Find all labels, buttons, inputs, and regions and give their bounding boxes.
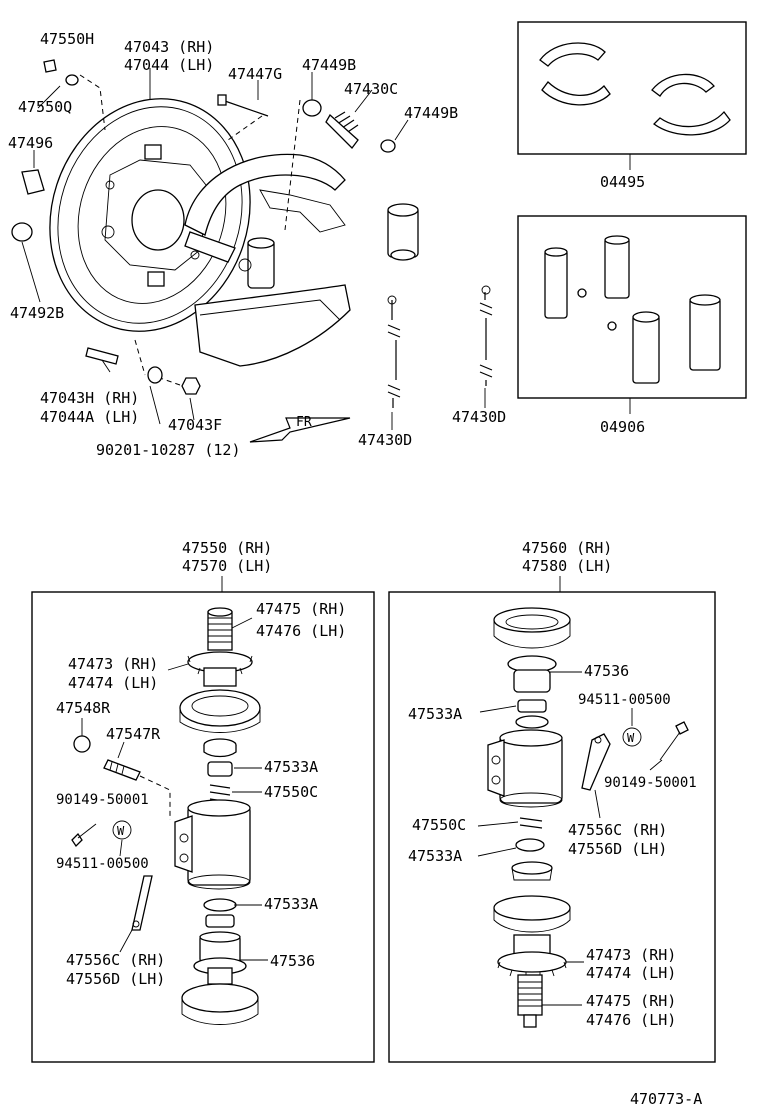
right-assembly-rh: 47560 (RH) [522, 539, 612, 557]
left-assembly-parts: W [71, 607, 261, 1025]
R-label-47476: 47476 (LH) [586, 1011, 676, 1029]
L-label-47556D: 47556D (LH) [66, 970, 165, 988]
L-label-47474: 47474 (LH) [68, 674, 158, 692]
box-04906 [517, 215, 747, 414]
right-w-circle-mark: W [627, 731, 635, 745]
R-label-47533A-b: 47533A [408, 847, 462, 865]
top-left-leader-lines [21, 68, 486, 430]
L-label-47473: 47473 (RH) [68, 655, 158, 673]
L-label-47533A-a: 47533A [264, 758, 318, 776]
L-label-47547R: 47547R [106, 725, 161, 743]
R-label-94511: 94511-00500 [578, 692, 671, 708]
label-fr: FR [296, 415, 312, 430]
left-assembly-box [31, 591, 375, 1063]
L-label-47548R: 47548R [56, 699, 111, 717]
left-assembly-lh: 47570 (LH) [182, 557, 272, 575]
R-label-90149: 90149-50001 [604, 775, 697, 791]
label-04906: 04906 [600, 418, 645, 436]
right-assembly-lh: 47580 (LH) [522, 557, 612, 575]
L-label-47533A-b: 47533A [264, 895, 318, 913]
diagram-reference-id: 470773-A [630, 1090, 702, 1108]
L-label-94511: 94511-00500 [56, 856, 149, 872]
R-label-47533A-a: 47533A [408, 705, 462, 723]
right-assembly-box [388, 591, 716, 1063]
R-label-47556C: 47556C (RH) [568, 821, 667, 839]
L-label-47475: 47475 (RH) [256, 600, 346, 618]
label-47043H: 47043H (RH) [40, 389, 139, 407]
label-90201: 90201-10287 (12) [96, 441, 241, 459]
L-label-47476: 47476 (LH) [256, 622, 346, 640]
label-47449B-b: 47449B [404, 104, 458, 122]
R-label-47475: 47475 (RH) [586, 992, 676, 1010]
right-assembly-parts: W [487, 607, 689, 1028]
left-assembly-leaders [81, 617, 268, 961]
R-label-47556D: 47556D (LH) [568, 840, 667, 858]
box-04495 [517, 21, 747, 170]
R-label-47536: 47536 [584, 662, 629, 680]
label-47044: 47044 (LH) [124, 56, 214, 74]
label-47043F: 47043F [168, 416, 222, 434]
L-label-47556C: 47556C (RH) [66, 951, 165, 969]
label-47430D-a: 47430D [358, 431, 412, 449]
label-47430D-b: 47430D [452, 408, 506, 426]
label-47043: 47043 (RH) [124, 38, 214, 56]
R-label-47473: 47473 (RH) [586, 946, 676, 964]
label-04495: 04495 [600, 173, 645, 191]
R-label-47550C: 47550C [412, 816, 466, 834]
L-label-47550C: 47550C [264, 783, 318, 801]
label-47550Q: 47550Q [18, 98, 72, 116]
L-label-47536: 47536 [270, 952, 315, 970]
label-47044A: 47044A (LH) [40, 408, 139, 426]
left-w-circle-mark: W [117, 824, 125, 838]
label-47449B-a: 47449B [302, 56, 356, 74]
label-47550H: 47550H [40, 30, 94, 48]
label-47492B: 47492B [10, 304, 64, 322]
backing-plate-assembly [11, 59, 493, 443]
left-assembly-rh: 47550 (RH) [182, 539, 272, 557]
label-47430C: 47430C [344, 80, 398, 98]
right-assembly-leaders [477, 671, 663, 1006]
L-label-90149: 90149-50001 [56, 792, 149, 808]
label-47447G: 47447G [228, 65, 282, 83]
label-47496: 47496 [8, 134, 53, 152]
R-label-47474: 47474 (LH) [586, 964, 676, 982]
